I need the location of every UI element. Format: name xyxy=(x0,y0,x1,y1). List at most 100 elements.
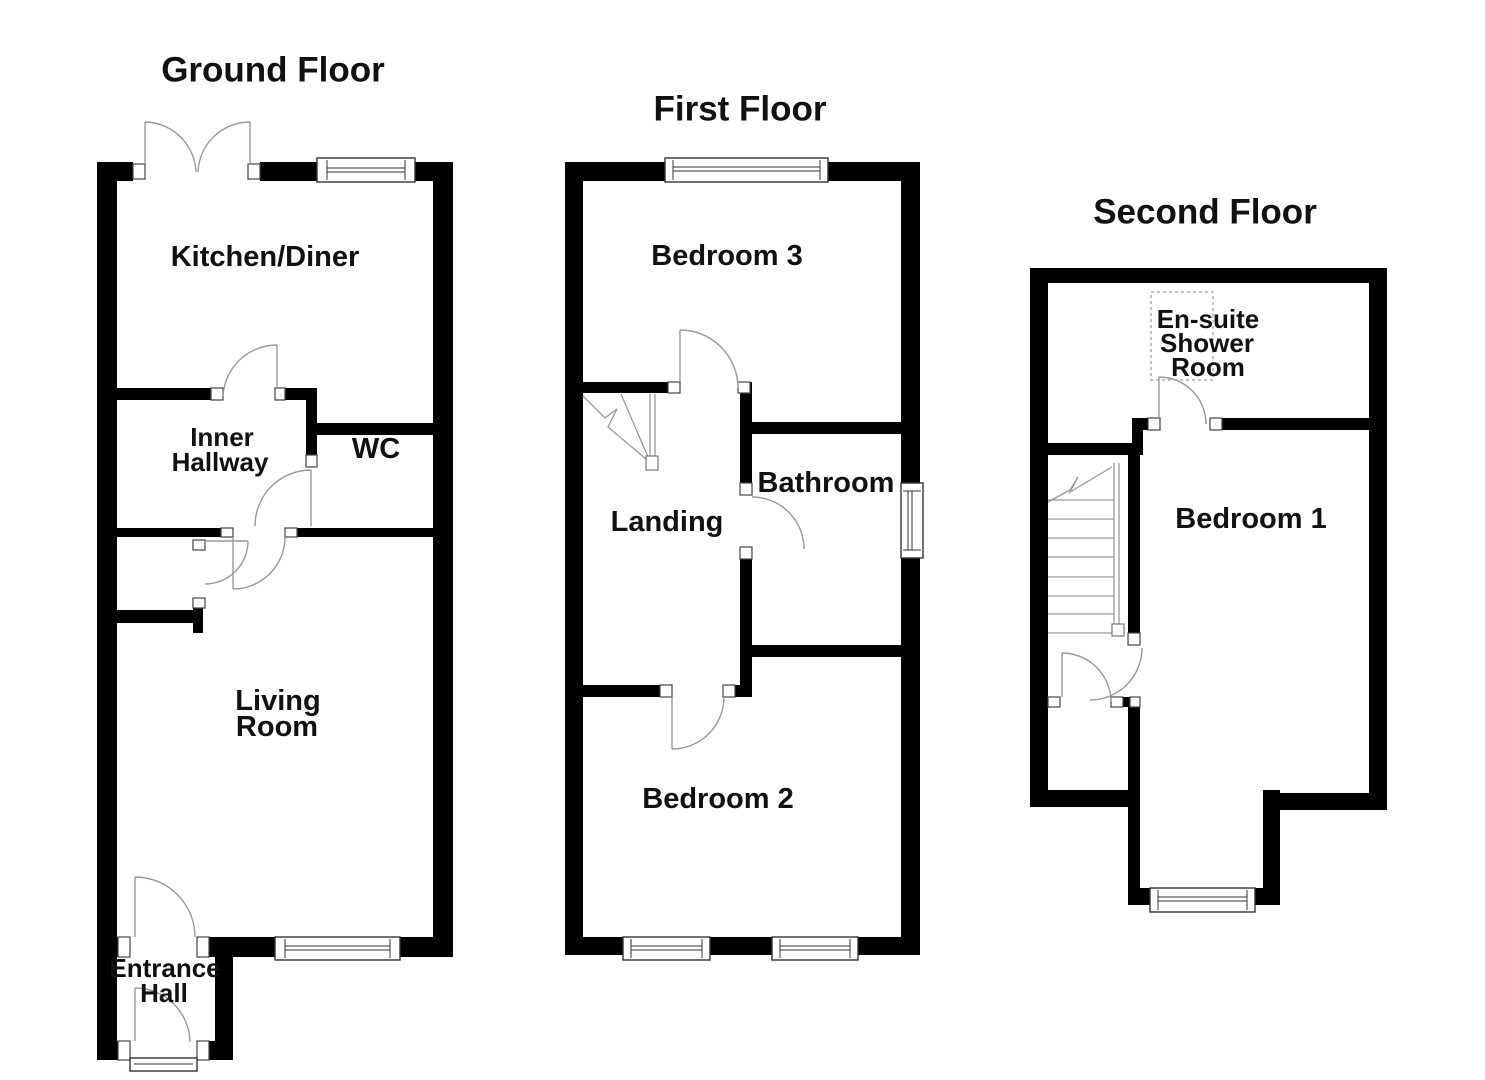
stair-direction-arrow xyxy=(582,395,647,460)
wall-segment xyxy=(740,559,752,697)
window-glazing xyxy=(672,160,821,180)
stair-treads xyxy=(1048,499,1114,634)
wall-segment xyxy=(1123,697,1132,707)
room-label-living-room-line2: Room xyxy=(236,711,318,743)
second-floor-labels: En-suite Shower Room Bedroom 1 xyxy=(1157,304,1327,535)
front-door-step xyxy=(129,1057,198,1072)
stair-line xyxy=(620,393,649,458)
bedroom2-window-right xyxy=(771,936,859,961)
wall-segment xyxy=(260,162,317,181)
wall-segment xyxy=(433,162,453,957)
window xyxy=(664,157,829,183)
window-glazing xyxy=(326,160,406,180)
room-label-landing: Landing xyxy=(611,506,724,538)
first-floor-doors xyxy=(671,329,805,750)
door-jamb xyxy=(117,1040,131,1061)
wall-segment xyxy=(565,162,583,955)
door-jamb xyxy=(722,684,736,698)
door-jamb xyxy=(1147,417,1161,431)
wall-segment xyxy=(740,382,752,483)
ground-floor-labels: Kitchen/Diner Inner Hallway WC Living Ro… xyxy=(109,241,400,1008)
ground-floor-title: Ground Floor xyxy=(161,51,385,90)
wall-segment xyxy=(583,937,623,955)
bay-window xyxy=(1149,887,1256,913)
door-jamb xyxy=(117,936,131,958)
stair-direction-arrow xyxy=(1047,466,1113,503)
second-floor-plan: Second Floor xyxy=(1030,193,1387,913)
room-label-bedroom2: Bedroom 2 xyxy=(642,783,793,815)
door-jamb xyxy=(247,163,261,180)
wall-segment xyxy=(752,422,901,434)
bathroom-door xyxy=(751,496,805,550)
wall-segment xyxy=(735,685,752,697)
room-label-wc: WC xyxy=(352,433,400,465)
first-floor-plan: First Floor xyxy=(565,90,924,961)
wall-segment xyxy=(565,162,667,181)
door-jamb xyxy=(1110,696,1124,708)
wall-segment xyxy=(1253,888,1280,905)
first-floor-stairs xyxy=(582,393,659,471)
room-label-ensuite-line3: Room xyxy=(1171,352,1245,382)
room-label-living-room-line1: Living xyxy=(235,685,320,717)
wall-segment xyxy=(97,937,118,957)
window xyxy=(771,936,859,961)
stair-rail xyxy=(649,394,656,457)
kitchen-door xyxy=(222,344,278,397)
door-jamb xyxy=(196,936,210,958)
ground-floor-plan: Ground Floor xyxy=(97,51,453,1072)
bedroom2-door xyxy=(671,696,725,750)
bedroom3-window xyxy=(664,157,829,183)
room-label-ensuite-line2: Shower xyxy=(1160,328,1254,358)
wall-segment xyxy=(1030,790,1140,807)
stair-newel-post xyxy=(645,455,659,471)
door-jamb xyxy=(1127,632,1141,646)
wall-segment xyxy=(1030,268,1048,807)
door-jamb xyxy=(210,387,224,401)
wall-segment xyxy=(317,423,433,435)
door-jamb xyxy=(284,527,298,538)
room-label-bedroom3: Bedroom 3 xyxy=(651,240,802,272)
ground-floor-door-frames xyxy=(117,163,318,1061)
wall-segment xyxy=(97,1041,118,1060)
second-floor-stairs xyxy=(1047,463,1125,637)
french-door-left xyxy=(144,121,197,173)
wall-segment xyxy=(209,937,275,957)
living-room-window xyxy=(274,936,401,961)
hallway-living-door xyxy=(232,536,286,590)
cupboard-door xyxy=(204,540,249,585)
bedroom3-door xyxy=(679,329,739,389)
wall-segment xyxy=(1030,443,1132,455)
wc-door xyxy=(254,469,312,527)
wall-segment xyxy=(1263,793,1387,810)
kitchen-window xyxy=(316,157,416,183)
ground-floor-doors xyxy=(134,121,312,1043)
room-label-ensuite-line1: En-suite xyxy=(1157,304,1260,334)
wall-segment xyxy=(858,937,901,955)
ensuite-door xyxy=(1158,376,1207,425)
french-door-right xyxy=(197,121,251,173)
door-jamb xyxy=(274,387,286,401)
window-glazing xyxy=(630,939,703,958)
front-door xyxy=(134,987,191,1043)
door-jamb xyxy=(667,381,681,394)
window-glazing xyxy=(903,490,921,551)
room-label-kitchen-diner: Kitchen/Diner xyxy=(171,241,360,273)
door-jamb xyxy=(305,454,318,468)
window xyxy=(274,936,401,961)
wall-segment xyxy=(209,1041,233,1060)
bedroom1-door xyxy=(1089,647,1143,701)
living-entrance-door xyxy=(134,876,196,938)
wall-segment xyxy=(1132,418,1143,455)
ground-floor-walls xyxy=(97,162,453,1060)
wall-segment xyxy=(117,388,211,400)
wall-segment xyxy=(97,162,117,1060)
wall-segment xyxy=(1128,888,1152,905)
store-door xyxy=(1061,652,1112,703)
wall-segment xyxy=(583,685,660,697)
stair-newel-post xyxy=(1111,623,1125,637)
door-jamb xyxy=(220,527,234,538)
window xyxy=(622,936,711,961)
wall-segment xyxy=(400,937,433,957)
